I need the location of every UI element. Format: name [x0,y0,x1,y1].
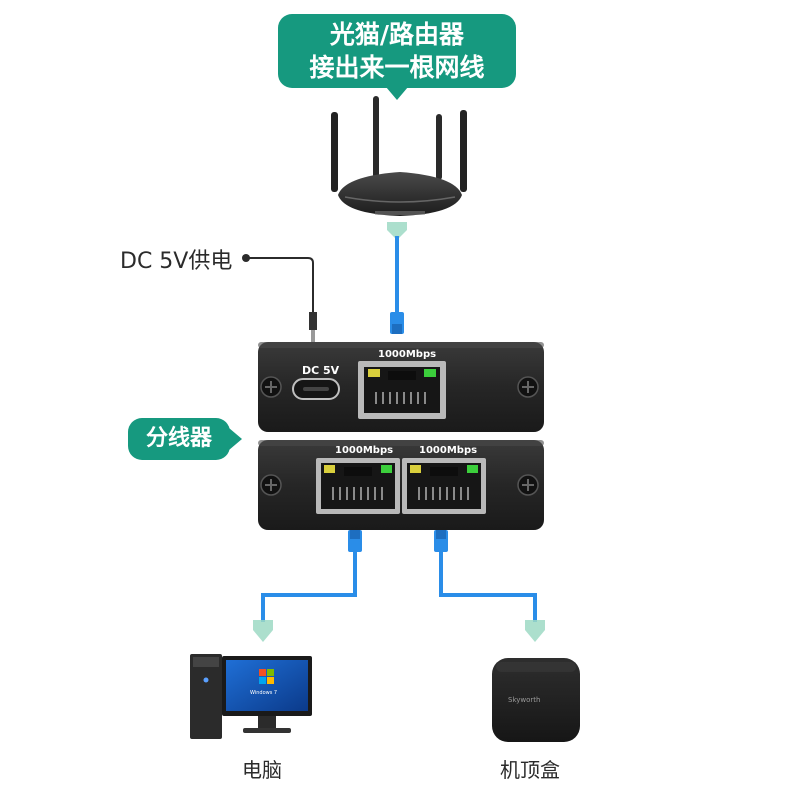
led-yellow [368,369,380,377]
router-antenna [436,114,442,180]
splitter-callout: 分线器 [128,418,242,460]
router-antenna [460,110,467,192]
cable-splitter-to-stb [434,530,545,642]
router-callout-line2: 接出来一根网线 [309,53,485,82]
lower-port2-label: 1000Mbps [419,445,478,456]
router-antenna [331,112,338,192]
cable-router-to-splitter [387,222,407,334]
set-top-box-icon [492,658,580,742]
led-green [424,369,436,377]
cable-splitter-to-pc [253,530,362,642]
stb-caption: 机顶盒 [500,758,560,782]
led-yellow [410,465,421,473]
led-green [467,465,478,473]
pc-os-text: Windows 7 [250,690,278,696]
router-callout-line1: 光猫/路由器 [329,20,465,49]
splitter-upper-unit [258,342,544,432]
pc-icon [190,654,312,739]
usb-c-plug [311,330,315,342]
router [331,96,467,216]
ethernet-port [402,458,486,514]
upper-port-label: 1000Mbps [378,349,437,360]
ethernet-port [316,458,400,514]
pc-caption: 电脑 [242,758,282,782]
arrow-down-icon [387,222,407,240]
pc-tower [190,654,222,739]
led-yellow [324,465,335,473]
router-callout: 光猫/路由器 接出来一根网线 [278,14,516,100]
stb-brand: Skyworth [508,696,541,704]
router-body [338,172,462,216]
splitter-lower-unit [258,440,544,530]
led-green [381,465,392,473]
arrow-down-icon [525,620,545,642]
power-cable [242,254,317,342]
router-antenna [373,96,379,178]
lower-port1-label: 1000Mbps [335,445,394,456]
power-label: DC 5V供电 [120,249,233,274]
dc-port-label: DC 5V [302,364,340,377]
arrow-down-icon [253,620,273,642]
